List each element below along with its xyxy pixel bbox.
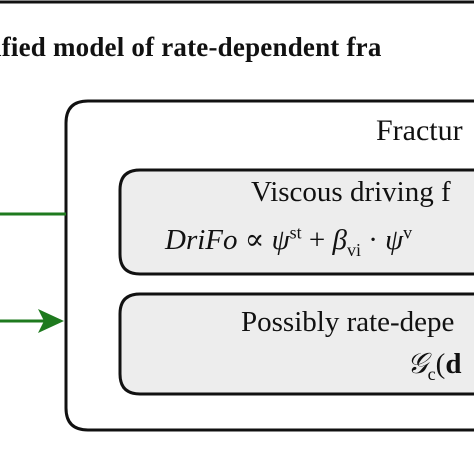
- outer-box-label: Fractur: [376, 114, 463, 147]
- diagram-title: ified model of rate-dependent fra: [0, 32, 382, 62]
- viscous-driving-box: [118, 168, 474, 276]
- formula-dot: ·: [368, 224, 378, 256]
- viscous-driving-title: Viscous driving f: [251, 176, 451, 208]
- formula-plus: +: [308, 224, 326, 256]
- formula-sub-c: c: [427, 363, 436, 384]
- formula-g-symbol: 𝒢: [407, 348, 428, 380]
- formula-relation: ∝: [244, 224, 265, 256]
- driving-force-formula: DriFo ∝ ψst + βvi · ψv: [165, 222, 412, 261]
- formula-sup-v: v: [403, 222, 413, 243]
- formula-arg: d: [445, 348, 462, 380]
- formula-sub-vi: vi: [346, 239, 361, 260]
- formula-sup-st: st: [289, 222, 302, 243]
- formula-psi: ψ: [271, 224, 290, 256]
- rate-dependent-title: Possibly rate-depe: [241, 306, 455, 338]
- green-arrow-head: [38, 309, 64, 333]
- rate-dependent-box: [118, 292, 474, 396]
- fracture-toughness-formula: 𝒢c(d: [407, 348, 461, 385]
- formula-beta: β: [332, 224, 347, 256]
- formula-paren: (: [435, 348, 446, 380]
- formula-psi-2: ψ: [385, 224, 404, 256]
- formula-lhs: DriFo: [165, 224, 238, 256]
